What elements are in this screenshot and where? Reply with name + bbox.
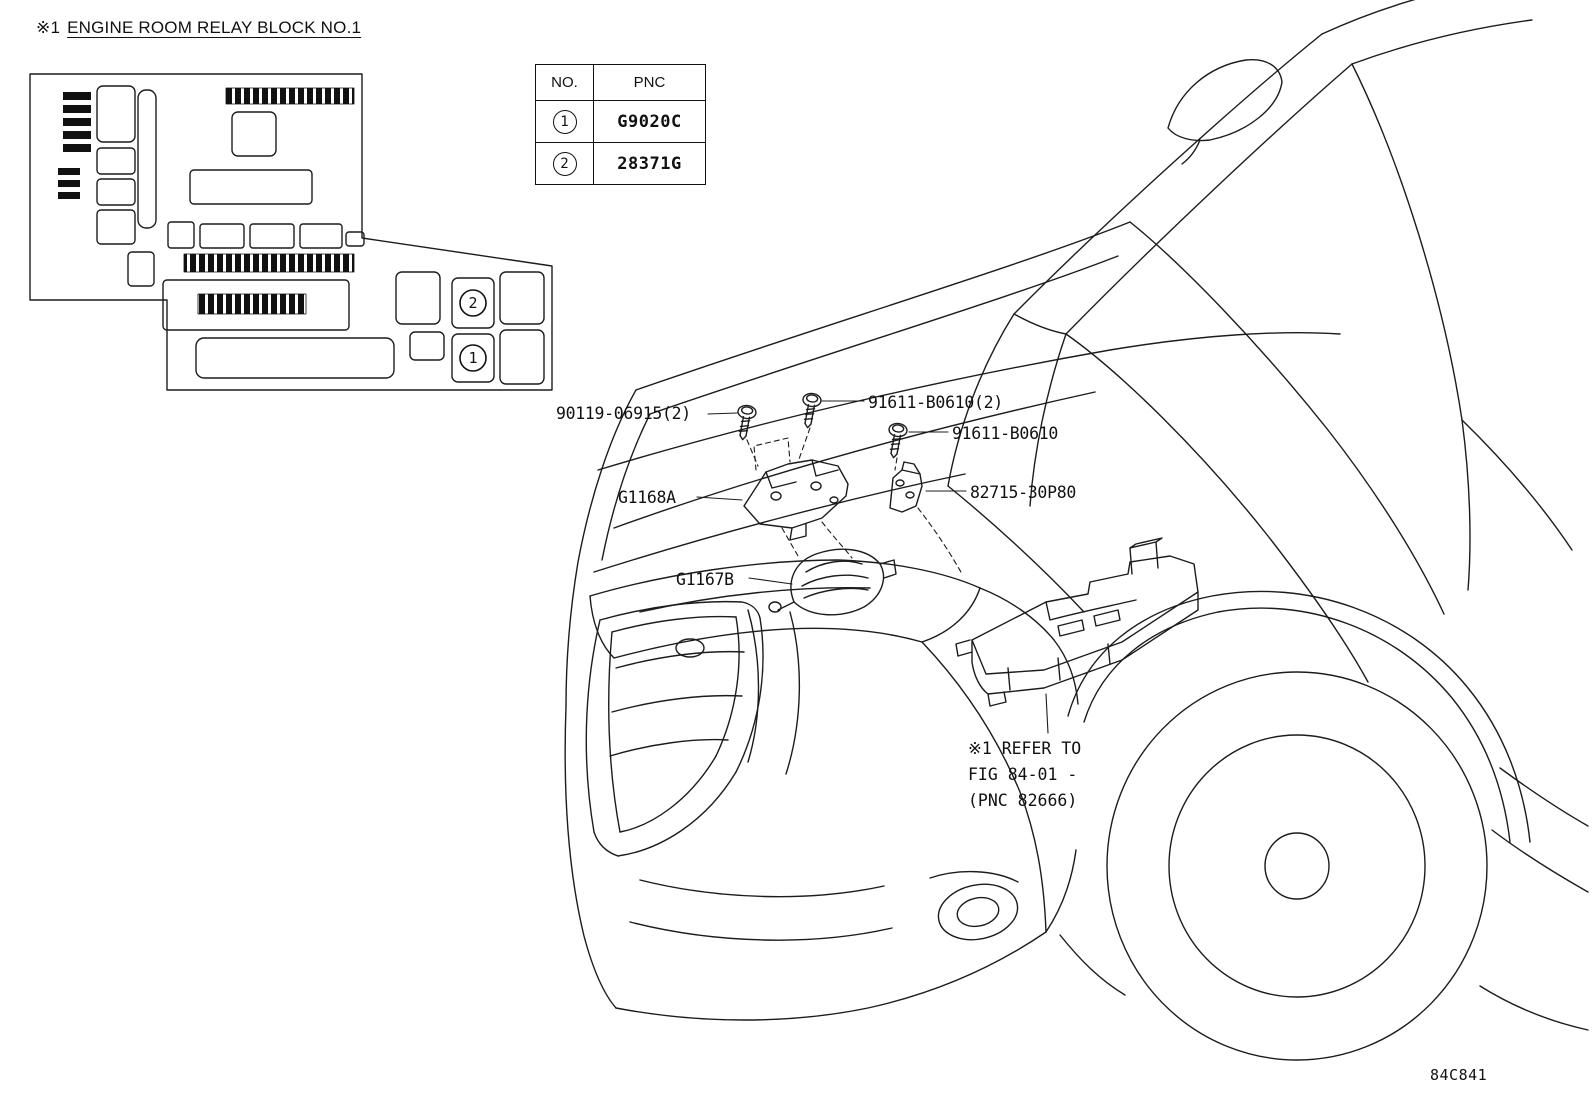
row-2-badge: 2 — [552, 151, 577, 176]
row-1-pnc: G9020C — [593, 100, 706, 143]
pnc-table: NO. PNC 1 G9020C 2 28371G — [535, 64, 706, 185]
side-mirror — [1167, 59, 1283, 165]
callout-bolt-a: 90119-06915(2) — [556, 404, 691, 423]
engine-bay-parts — [696, 391, 1199, 734]
callout-bolt-c: 91611-B0610 — [952, 424, 1058, 443]
relay-slot-2-number: 2 — [468, 294, 477, 312]
relay-slot-2-badge — [459, 289, 487, 317]
pnc-table-col-no: NO. — [535, 64, 594, 101]
engine-relay-block-drawing — [955, 537, 1199, 707]
front-grille — [585, 600, 801, 857]
relay-slot-1-number: 1 — [468, 349, 477, 367]
refer-line1: ※1 REFER TO — [968, 739, 1082, 758]
front-wheel — [1067, 590, 1531, 1061]
callout-bolt-b: 91611-B0610(2) — [868, 393, 1003, 412]
row-2-pnc: 28371G — [593, 142, 706, 185]
car-line-art — [564, 0, 1589, 1061]
bracket-82715-drawing — [889, 461, 923, 513]
note-text: ENGINE ROOM RELAY BLOCK NO.1 — [67, 18, 362, 37]
front-bumper — [564, 587, 1079, 1021]
note-engine-room-relay-block: ※1 ENGINE ROOM RELAY BLOCK NO.1 — [36, 18, 361, 38]
pnc-table-col-pnc: PNC — [593, 64, 706, 101]
callout-sensor: G1167B — [676, 570, 734, 589]
table-row: 2 28371G — [535, 142, 706, 185]
bolt-a-icon — [734, 403, 758, 442]
table-row: 1 G9020C — [535, 100, 706, 143]
fog-lamp — [937, 883, 1019, 941]
relay-slot-1-badge — [459, 344, 487, 372]
relay-block-detail-drawing: 2 1 — [29, 73, 553, 391]
callout-refer-note: ※1 REFER TO FIG 84-01 - (PNC 82666) — [968, 736, 1081, 814]
callout-bracket-b: 82715-30P80 — [970, 483, 1076, 502]
sensor-g1167b-drawing — [768, 548, 897, 616]
note-prefix: ※1 — [36, 18, 61, 37]
refer-line3: (PNC 82666) — [968, 791, 1078, 810]
callout-bracket-a: G1168A — [618, 488, 676, 507]
row-1-badge: 1 — [552, 109, 577, 134]
refer-line2: FIG 84-01 - — [968, 765, 1078, 784]
bracket-g1168a-drawing — [743, 437, 849, 541]
figure-code: 84C841 — [1430, 1066, 1488, 1084]
